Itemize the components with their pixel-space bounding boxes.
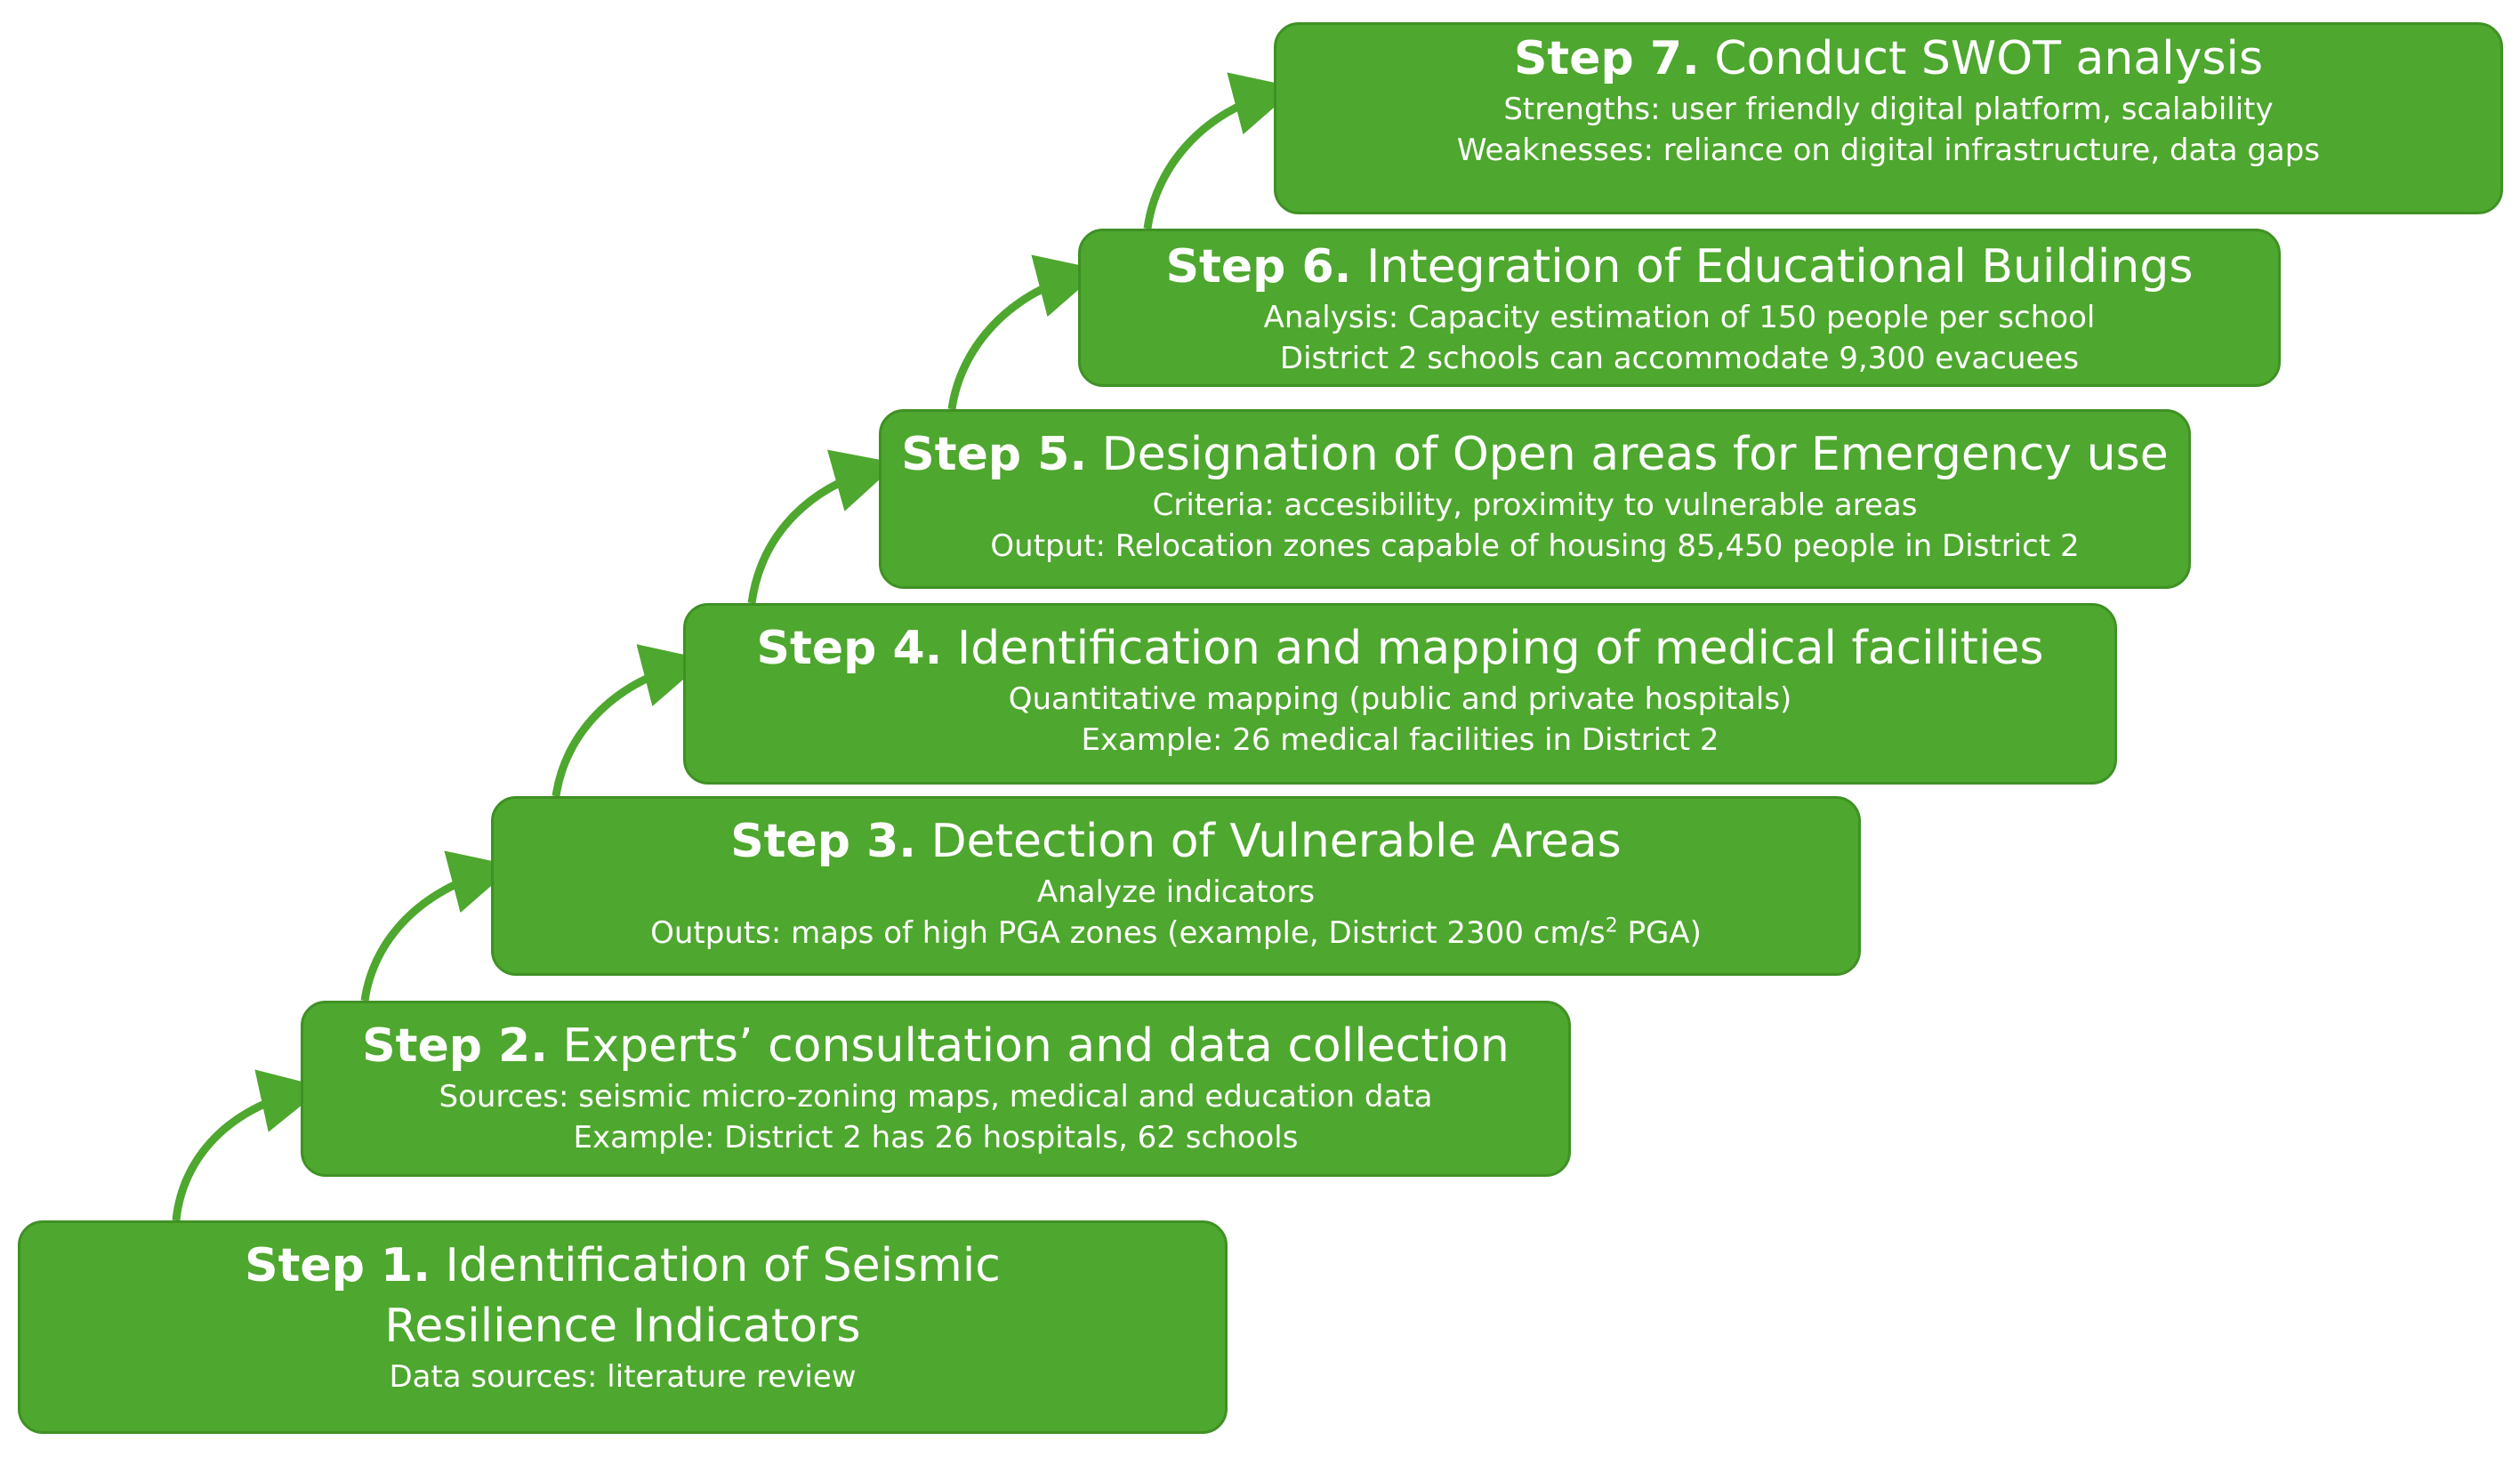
step-4-box: Step 4. Identification and mapping of me… xyxy=(683,603,2117,785)
arrow-step6-to-step7 xyxy=(1143,72,1298,229)
arrow-step2-to-step3 xyxy=(360,850,515,1002)
step-4-heading: Identification and mapping of medical fa… xyxy=(956,622,2044,675)
step-4-line-2: Example: 26 medical facilities in Distri… xyxy=(1081,722,1719,758)
step-5-line-2: Output: Relocation zones capable of hous… xyxy=(990,528,2080,564)
step-3-heading: Detection of Vulnerable Areas xyxy=(930,815,1622,868)
arrow-step4-to-step5 xyxy=(747,449,898,604)
arrow-step1-to-step2 xyxy=(172,1069,325,1221)
arrow-step5-to-step6 xyxy=(947,254,1102,410)
step-2-box: Step 2. Experts’ consultation and data c… xyxy=(301,1001,1571,1177)
step-1-box: Step 1. Identification of Seismic Resili… xyxy=(18,1220,1228,1434)
step-7-title: Step 7. Conduct SWOT analysis xyxy=(1276,28,2500,89)
step-5-box: Step 5. Designation of Open areas for Em… xyxy=(879,409,2191,589)
step-6-title: Step 6. Integration of Educational Build… xyxy=(1081,237,2278,297)
step-3-line-2-text: Outputs: maps of high PGA zones (example… xyxy=(650,915,1606,951)
step-3-line-2-superscript: 2 xyxy=(1605,914,1618,938)
step-7-heading: Conduct SWOT analysis xyxy=(1714,32,2264,85)
step-6-box: Step 6. Integration of Educational Build… xyxy=(1078,229,2281,387)
step-5-label: Step 5. xyxy=(901,428,1088,481)
step-2-title: Step 2. Experts’ consultation and data c… xyxy=(303,1016,1568,1076)
step-3-title: Step 3. Detection of Vulnerable Areas xyxy=(494,811,1858,872)
step-7-box: Step 7. Conduct SWOT analysis Strengths:… xyxy=(1274,22,2503,214)
step-4-label: Step 4. xyxy=(756,622,943,675)
step-6-label: Step 6. xyxy=(1165,240,1352,294)
step-2-label: Step 2. xyxy=(362,1019,548,1073)
step-3-line-2-tail: PGA) xyxy=(1617,915,1702,951)
step-6-line-2: District 2 schools can accommodate 9,300… xyxy=(1279,341,2080,376)
step-4-title: Step 4. Identification and mapping of me… xyxy=(686,618,2114,679)
step-3-line-1: Analyze indicators xyxy=(1036,874,1316,910)
step-1-heading: Identification of Seismic Resilience Ind… xyxy=(384,1239,1001,1353)
step-2-line-1: Sources: seismic micro-zoning maps, medi… xyxy=(439,1079,1433,1115)
step-7-line-1: Strengths: user friendly digital platfor… xyxy=(1503,92,2274,127)
step-5-heading: Designation of Open areas for Emergency … xyxy=(1101,428,2169,481)
step-3-box: Step 3. Detection of Vulnerable Areas An… xyxy=(491,796,1861,976)
arrow-step3-to-step4 xyxy=(552,644,707,797)
step-5-title: Step 5. Designation of Open areas for Em… xyxy=(882,424,2188,485)
step-5-line-1: Criteria: accesibility, proximity to vul… xyxy=(1152,487,1918,523)
step-1-line-1: Data sources: literature review xyxy=(389,1359,857,1395)
step-7-line-2: Weaknesses: reliance on digital infrastr… xyxy=(1456,133,2321,168)
step-6-line-1: Analysis: Capacity estimation of 150 peo… xyxy=(1263,300,2096,335)
step-7-label: Step 7. xyxy=(1513,32,1700,85)
step-6-heading: Integration of Educational Buildings xyxy=(1365,240,2194,294)
step-1-label: Step 1. xyxy=(245,1239,431,1292)
step-2-heading: Experts’ consultation and data collectio… xyxy=(562,1019,1510,1073)
step-1-title: Step 1. Identification of Seismic Resili… xyxy=(20,1236,1225,1356)
step-4-line-1: Quantitative mapping (public and private… xyxy=(1008,681,1792,717)
step-3-line-2: Outputs: maps of high PGA zones (example… xyxy=(494,913,1858,954)
step-2-line-2: Example: District 2 has 26 hospitals, 62… xyxy=(573,1120,1299,1155)
step-3-label: Step 3. xyxy=(730,815,917,868)
